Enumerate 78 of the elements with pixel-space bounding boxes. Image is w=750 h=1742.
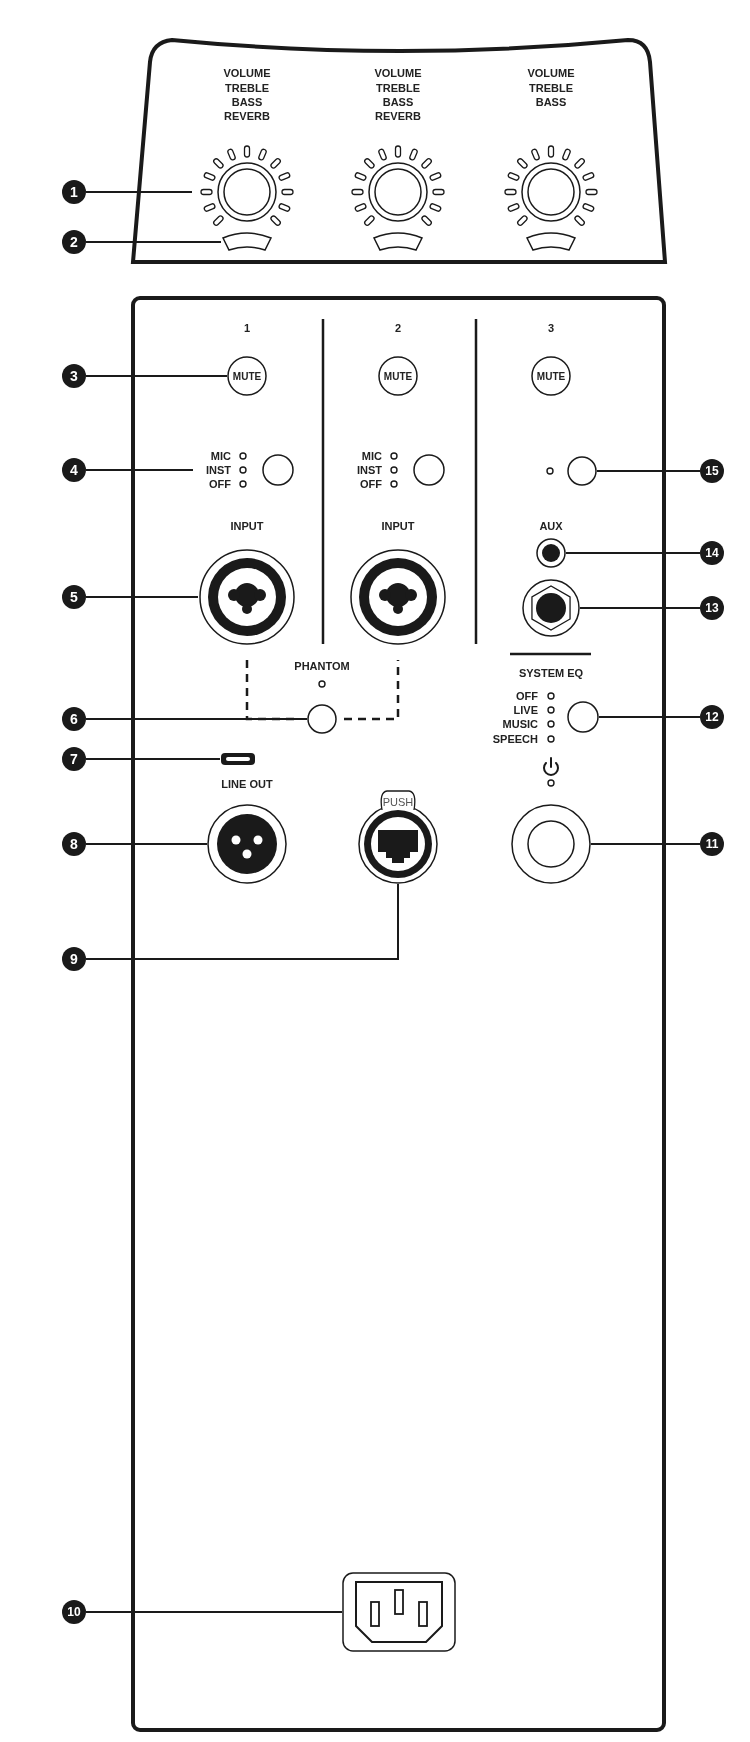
- panel-label: INPUT: [230, 519, 264, 533]
- leader-line: [590, 843, 701, 845]
- leader-line: [85, 1611, 343, 1613]
- leader-line: [598, 716, 701, 718]
- callout-number: 1: [62, 180, 86, 204]
- panel-label: INPUT: [381, 519, 415, 533]
- callout-number: 4: [62, 458, 86, 482]
- callout-number: 2: [62, 230, 86, 254]
- knob-function-label: BASS: [382, 95, 414, 109]
- knob-function-label: BASS: [535, 95, 567, 109]
- aux-jack: [536, 538, 566, 568]
- callout-number: 11: [700, 832, 724, 856]
- callout-number: 10: [62, 1600, 86, 1624]
- panel-label: 1: [243, 321, 251, 335]
- callout-number: 13: [700, 596, 724, 620]
- push-button: [567, 701, 599, 733]
- power-inlet: [342, 1572, 456, 1652]
- callout-number: 12: [700, 705, 724, 729]
- leader-line: [85, 718, 308, 720]
- knob-pointer-pad: [221, 233, 273, 251]
- leader-line: [85, 375, 228, 377]
- leader-line: [85, 241, 222, 243]
- push-button: [307, 704, 337, 734]
- callout-number: 14: [700, 541, 724, 565]
- combo-input-jack: [349, 548, 447, 646]
- panel-label: PHANTOM: [294, 659, 350, 673]
- mute-button: MUTE: [227, 356, 267, 396]
- knob-function-label: VOLUME: [527, 66, 575, 80]
- mode-label: SPEECH: [492, 732, 538, 746]
- xlr-output-jack: [207, 804, 287, 884]
- callout-number: 3: [62, 364, 86, 388]
- callout-number: 6: [62, 707, 86, 731]
- mute-button: MUTE: [378, 356, 418, 396]
- selector-button: [413, 454, 445, 486]
- mode-labels: MIC INST OFF: [193, 449, 231, 491]
- callout-number: 5: [62, 585, 86, 609]
- leader-line: [596, 470, 701, 472]
- panel-label: 2: [394, 321, 402, 335]
- knob-function-label: VOLUME: [374, 66, 422, 80]
- knob-function-label: TREBLE: [529, 81, 573, 95]
- selector-button: [262, 454, 294, 486]
- leader-line: [85, 843, 208, 845]
- leader-line: [85, 191, 193, 193]
- leader-line: [85, 883, 399, 960]
- callout-number: 8: [62, 832, 86, 856]
- push-button: [567, 456, 597, 486]
- leader-line: [85, 758, 221, 760]
- leader-line: [565, 552, 701, 554]
- knob-function-label: REVERB: [224, 109, 270, 123]
- power-button: [511, 804, 591, 884]
- callout-number: 7: [62, 747, 86, 771]
- knob-pointer-pad: [372, 233, 424, 251]
- push-tab: PUSH: [379, 790, 417, 810]
- knob-function-label: TREBLE: [225, 81, 269, 95]
- combo-input-jack: [198, 548, 296, 646]
- knob-function-label: VOLUME: [223, 66, 271, 80]
- panel-label: LINE OUT: [221, 777, 273, 791]
- mode-label: OFF: [516, 689, 538, 703]
- mode-label: LIVE: [513, 703, 538, 717]
- knob-function-label: REVERB: [375, 109, 421, 123]
- mute-button: MUTE: [531, 356, 571, 396]
- mode-label: MUSIC: [502, 717, 538, 731]
- leader-line: [579, 607, 701, 609]
- usb-port: [220, 752, 256, 766]
- mode-label: OFF: [360, 477, 382, 491]
- mode-label: MIC: [361, 449, 382, 463]
- panel-label: 3: [547, 321, 555, 335]
- leader-line: [85, 596, 199, 598]
- knob-function-label: TREBLE: [376, 81, 420, 95]
- knob-function-label: BASS: [231, 95, 263, 109]
- panel-label: SYSTEM EQ: [518, 666, 584, 680]
- quarter-inch-jack: [522, 579, 580, 637]
- panel-label: AUX: [539, 519, 563, 533]
- callout-number: 15: [700, 459, 724, 483]
- mode-label: INST: [356, 463, 382, 477]
- leader-line: [85, 469, 194, 471]
- callout-number: 9: [62, 947, 86, 971]
- knob-pointer-pad: [525, 233, 577, 251]
